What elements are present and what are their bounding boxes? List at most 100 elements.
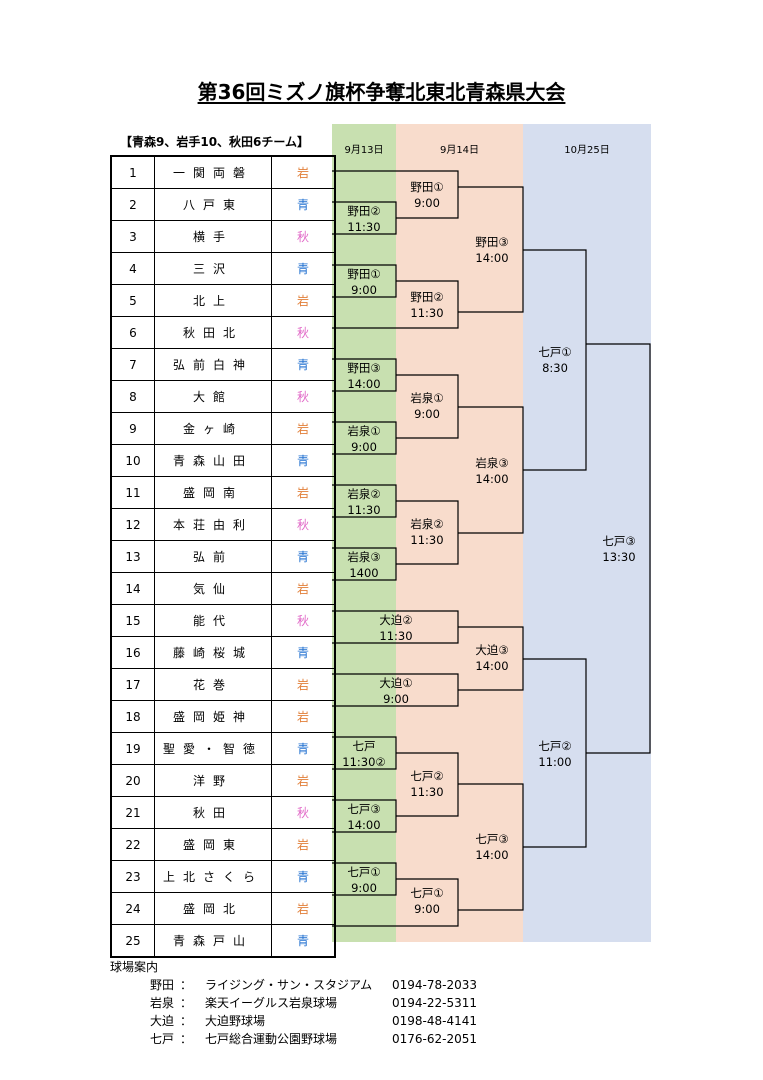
venue-phone: 0194-22-5311 — [392, 996, 478, 1010]
team-prefecture: 岩 — [271, 155, 336, 189]
day1-band — [332, 124, 396, 942]
team-number: 11 — [110, 476, 155, 509]
team-number: 9 — [110, 412, 155, 445]
venue-phone: 0198-48-4141 — [392, 1014, 478, 1028]
venue-separator: ： — [180, 978, 193, 992]
team-name: 本荘由利 — [154, 508, 272, 541]
venue-phone: 0176-62-2051 — [392, 1032, 478, 1046]
team-name: 青森戸山 — [154, 924, 272, 958]
team-prefecture: 秋 — [271, 796, 336, 829]
venue-separator: ： — [180, 996, 193, 1010]
team-number: 7 — [110, 348, 155, 381]
team-prefecture: 岩 — [271, 284, 336, 317]
team-name: 八戸東 — [154, 188, 272, 221]
venue-row: 野田 ： ライジング・サン・スタジアム 0194-78-2033 — [150, 976, 492, 994]
team-number: 14 — [110, 572, 155, 605]
team-number: 24 — [110, 892, 155, 925]
team-prefecture: 青 — [271, 348, 336, 381]
team-number: 15 — [110, 604, 155, 637]
team-name: 金ヶ崎 — [154, 412, 272, 445]
team-prefecture: 青 — [271, 188, 336, 221]
team-number: 23 — [110, 860, 155, 893]
date-day1: 9月13日 — [344, 145, 384, 156]
team-prefecture: 青 — [271, 860, 336, 893]
team-prefecture: 青 — [271, 732, 336, 765]
venue-separator: ： — [180, 1014, 193, 1028]
team-prefecture: 岩 — [271, 828, 336, 861]
team-name: 秋田北 — [154, 316, 272, 349]
team-name: 大館 — [154, 380, 272, 413]
day3-band — [523, 124, 651, 942]
venue-abbr: 岩泉 — [150, 996, 175, 1010]
team-prefecture: 岩 — [271, 892, 336, 925]
team-number: 6 — [110, 316, 155, 349]
team-number: 19 — [110, 732, 155, 765]
team-prefecture: 秋 — [271, 380, 336, 413]
team-number: 3 — [110, 220, 155, 253]
team-count-subtitle: 【青森9、岩手10、秋田6チーム】 — [120, 135, 310, 149]
team-name: 気仙 — [154, 572, 272, 605]
team-name: 花巻 — [154, 668, 272, 701]
venue-abbr: 大迫 — [150, 1014, 175, 1028]
venue-name: ライジング・サン・スタジアム — [205, 978, 373, 992]
team-number: 22 — [110, 828, 155, 861]
team-prefecture: 青 — [271, 252, 336, 285]
team-prefecture: 青 — [271, 444, 336, 477]
team-name: 盛岡北 — [154, 892, 272, 925]
team-prefecture: 青 — [271, 924, 336, 958]
team-number: 16 — [110, 636, 155, 669]
venue-phone: 0194-78-2033 — [392, 978, 478, 992]
venue-abbr: 野田 — [150, 978, 175, 992]
venue-heading: 球場案内 — [110, 960, 159, 974]
venue-list: 野田 ： ライジング・サン・スタジアム 0194-78-2033 岩泉 ： 楽天イーグルス岩… — [150, 976, 492, 1048]
team-name: 弘前 — [154, 540, 272, 573]
team-number: 21 — [110, 796, 155, 829]
team-name: 盛岡東 — [154, 828, 272, 861]
venue-name: 楽天イーグルス岩泉球場 — [205, 996, 338, 1010]
team-name: 能代 — [154, 604, 272, 637]
team-prefecture: 秋 — [271, 604, 336, 637]
venue-row: 岩泉 ： 楽天イーグルス岩泉球場 0194-22-5311 — [150, 994, 492, 1012]
team-name: 三沢 — [154, 252, 272, 285]
team-name: 上北さくら — [154, 860, 272, 893]
team-prefecture: 秋 — [271, 220, 336, 253]
team-number: 4 — [110, 252, 155, 285]
team-number: 10 — [110, 444, 155, 477]
team-number: 25 — [110, 924, 155, 958]
